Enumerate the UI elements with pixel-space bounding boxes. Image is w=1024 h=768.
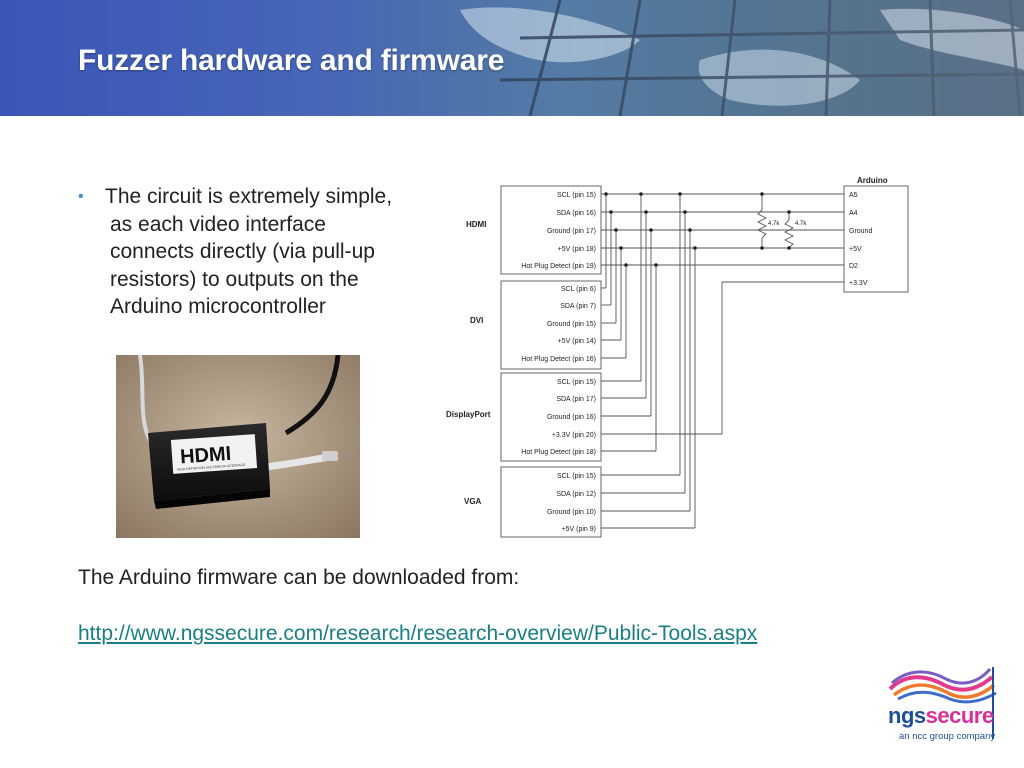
vga-connector-box (500, 466, 602, 538)
logo-wordmark: ngssecure (888, 703, 994, 729)
dvi-pin: Ground (pin 15) (547, 321, 596, 328)
displayport-pin: Hot Plug Detect (pin 18) (521, 449, 596, 456)
bullet-line: connects directly (via pull-up (110, 240, 375, 263)
vga-pin: +5V (pin 9) (562, 526, 596, 533)
bullet-line: as each video interface (110, 212, 326, 236)
arduino-pin: A4 (849, 210, 858, 217)
bullet-line: Arduino microcontroller (110, 295, 326, 318)
vga-title: VGA (464, 497, 482, 506)
hdmi-label: HDMI (179, 443, 232, 469)
displayport-title: DisplayPort (446, 410, 491, 419)
hardware-photo: HDMI HIGH-DEFINITION MULTIMEDIA INTERFAC… (116, 355, 360, 538)
dvi-pin: Hot Plug Detect (pin 16) (521, 356, 596, 363)
dvi-pin: +5V (pin 14) (558, 338, 596, 345)
arduino-title: Arduino (857, 176, 888, 185)
hdmi-pin: SDA (pin 16) (556, 210, 596, 217)
world-map-background (0, 0, 1024, 116)
logo-wordmark-secure: secure (925, 703, 994, 728)
hdmi-pin: +5V (pin 18) (558, 246, 596, 253)
firmware-text: The Arduino firmware can be downloaded f… (78, 566, 520, 589)
vga-pin: SCL (pin 15) (557, 473, 596, 480)
displayport-pin: Ground (pin 16) (547, 414, 596, 421)
displayport-connector-box (500, 372, 602, 462)
vga-pin: SDA (pin 12) (556, 491, 596, 498)
arduino-pin: +3.3V (849, 280, 868, 287)
bullet-point: • The circuit is extremely simple, as ea… (78, 183, 458, 321)
displayport-pin: SDA (pin 17) (556, 396, 596, 403)
arduino-pin: D2 (849, 263, 858, 270)
dvi-pin: SDA (pin 7) (560, 303, 596, 310)
logo-wordmark-ngs: ngs (888, 703, 926, 728)
displayport-pin: +3.3V (pin 20) (552, 432, 596, 439)
dvi-pin: SCL (pin 6) (561, 286, 596, 293)
hdmi-pin: Hot Plug Detect (pin 19) (521, 263, 596, 270)
resistor-label: 4.7k (768, 221, 780, 227)
hdmi-pin: SCL (pin 15) (557, 192, 596, 199)
bullet-dot-icon: • (78, 188, 84, 205)
download-link[interactable]: http://www.ngssecure.com/research/resear… (78, 622, 758, 645)
header-banner: Fuzzer hardware and firmware (0, 0, 1024, 116)
dvi-title: DVI (470, 316, 483, 325)
displayport-pin: SCL (pin 15) (557, 379, 596, 386)
hdmi-pin: Ground (pin 17) (547, 228, 596, 235)
hdmi-sublabel: HIGH-DEFINITION MULTIMEDIA INTERFACE (177, 463, 246, 472)
logo-tagline: an ncc group company (899, 731, 996, 742)
hdmi-title: HDMI (466, 220, 486, 229)
arduino-box (843, 185, 909, 293)
arduino-pin: +5V (849, 246, 862, 253)
circuit-diagram: 4.7k 4.7k HDMI DVI DisplayPort VGA Ardui… (446, 176, 909, 538)
arduino-pin: A5 (849, 192, 858, 199)
bullet-line: The circuit is extremely simple, (105, 185, 393, 208)
bullet-line: resistors) to outputs on the (110, 267, 359, 291)
resistor-label: 4.7k (795, 221, 807, 227)
page-title: Fuzzer hardware and firmware (78, 44, 505, 77)
dvi-connector-box (500, 280, 602, 370)
vga-pin: Ground (pin 10) (547, 509, 596, 516)
arduino-pin: Ground (849, 228, 872, 235)
ngssecure-logo-icon (888, 667, 997, 739)
